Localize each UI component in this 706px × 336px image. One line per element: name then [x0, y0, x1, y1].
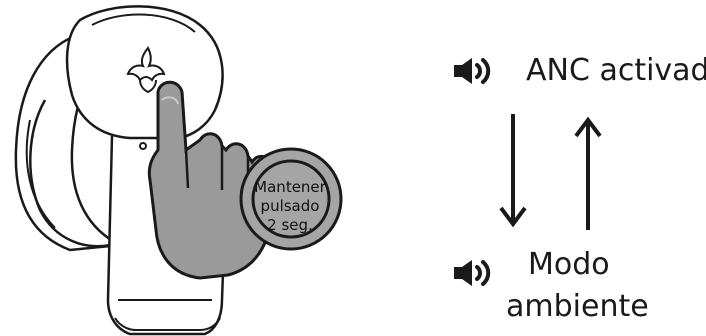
- speaker-volume-icon: [454, 58, 491, 84]
- badge-line-3: 2 seg.: [267, 216, 313, 234]
- ambient-mode-label-line1: Modo: [528, 247, 610, 282]
- razer-logo: [126, 46, 166, 94]
- badge-line-1: Mantener: [254, 178, 326, 196]
- hold-badge-text: Mantener pulsado 2 seg.: [250, 178, 330, 235]
- speaker-volume-icon: [454, 260, 491, 286]
- anc-on-label: ANC activada: [526, 53, 706, 88]
- arrow-down-icon: [499, 114, 527, 228]
- hold-badge: [239, 147, 343, 251]
- arrow-up-icon: [574, 116, 602, 230]
- ambient-mode-label-line2: ambiente: [506, 289, 649, 324]
- badge-line-2: pulsado: [260, 197, 320, 215]
